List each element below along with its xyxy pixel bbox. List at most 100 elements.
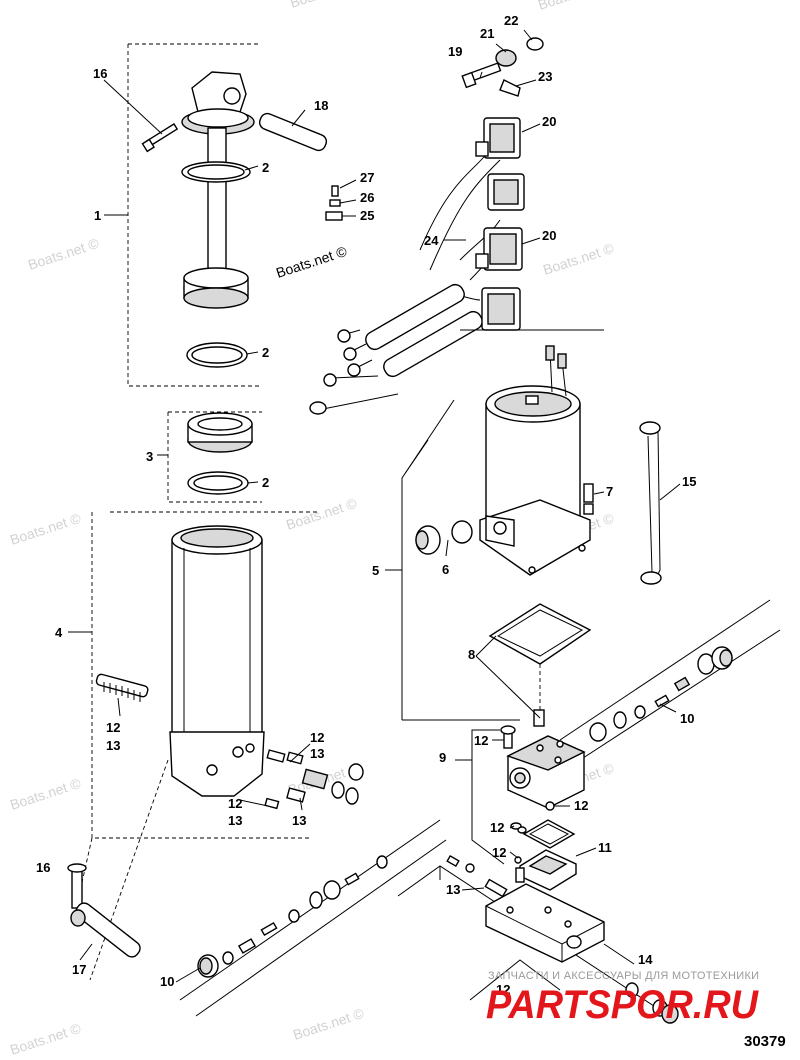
callout-label: 2	[262, 345, 269, 360]
callout-label: 20	[542, 114, 556, 129]
leader-lines	[79, 29, 681, 983]
callout-label: 10	[160, 974, 174, 989]
part-20-solenoid	[475, 227, 523, 271]
logo-tagline: ЗАПЧАСТИ И АКСЕССУАРЫ ДЛЯ МОТОТЕХНИКИ	[488, 970, 759, 982]
watermark: Boats.net ©	[536, 0, 611, 13]
part-16-bolt	[141, 123, 179, 153]
part-13-screw	[95, 673, 149, 702]
callout-label: 18	[314, 98, 328, 113]
part-11-cover	[519, 849, 577, 891]
part-8-gasket	[488, 603, 592, 665]
valve-row-10-lower	[179, 819, 447, 1017]
callout-label: 6	[442, 562, 449, 577]
group-1-bracket	[104, 43, 262, 387]
lower-fittings	[625, 982, 679, 1024]
callout-label: 8	[468, 647, 475, 662]
logo-brand: PARTSPOR.RU	[486, 983, 759, 1027]
callout-label: 20	[542, 228, 556, 243]
center-watermark: Boats.net ©	[274, 243, 349, 281]
relay-block	[487, 173, 525, 211]
callout-label: 21	[480, 26, 494, 41]
watermark: Boats.net ©	[291, 1005, 366, 1043]
watermark: Boats.net ©	[8, 510, 83, 548]
callout-label: 26	[360, 190, 374, 205]
callout-label: 13	[292, 813, 306, 828]
part-27-screw	[331, 185, 339, 197]
group-5-bracket	[385, 329, 604, 721]
callout-label: 10	[680, 711, 694, 726]
valve-row-10	[559, 599, 781, 761]
part-19-bolt	[461, 62, 502, 89]
callout-label: 1	[94, 208, 101, 223]
callout-label: 16	[36, 860, 50, 875]
callout-label: 17	[72, 962, 86, 977]
callout-label: 2	[262, 475, 269, 490]
part-22-nut	[526, 37, 544, 51]
callout-label: 9	[439, 750, 446, 765]
part-2-oring	[191, 346, 243, 364]
part-26-washer	[329, 199, 341, 207]
watermark: Boats.net ©	[284, 495, 359, 533]
part-18-pin	[258, 112, 328, 152]
group-3-bracket	[157, 411, 262, 503]
part-5-motor	[479, 345, 591, 576]
callout-label: 13	[446, 882, 460, 897]
small-parts-13	[446, 854, 508, 898]
callout-label: 14	[638, 952, 653, 967]
cylinder-rod-1	[181, 71, 255, 309]
lower-bracket	[397, 865, 661, 1011]
callout-label: 12	[496, 982, 510, 997]
callout-label: 23	[538, 69, 552, 84]
callout-label: 13	[228, 813, 242, 828]
watermark: Boats.net ©	[8, 775, 83, 813]
part-9-pump-body	[500, 725, 586, 809]
part-7-screw	[583, 483, 594, 515]
callout-label: 15	[682, 474, 696, 489]
part-6-plug	[415, 520, 473, 555]
callout-label: 12	[310, 730, 324, 745]
part-14-manifold	[485, 883, 605, 963]
callout-label: 2	[262, 160, 269, 175]
part-3-piston	[187, 412, 253, 495]
partspor-logo: ЗАПЧАСТИ И АКСЕССУАРЫ ДЛЯ МОТОТЕХНИКИ PA…	[486, 970, 759, 1027]
part-17-tube	[70, 902, 141, 958]
small-parts-12	[510, 822, 527, 883]
harness-24	[309, 149, 506, 415]
callout-label: 12	[228, 796, 242, 811]
callout-labels: 16 18 2 1 2 3 2 4 12 13 12 13 12 13 13 1…	[36, 13, 696, 997]
callout-label: 4	[55, 625, 63, 640]
part-12-ball	[545, 801, 555, 811]
watermark: Boats.net ©	[26, 235, 101, 273]
watermark: Boats.net ©	[8, 1020, 83, 1058]
callout-label: 12	[492, 845, 506, 860]
relay-block	[481, 287, 521, 331]
figure-number: 30379	[744, 1033, 786, 1050]
watermark: Boats.net ©	[541, 240, 616, 278]
watermark: Boats.net ©	[288, 0, 363, 11]
callout-label: 22	[504, 13, 518, 28]
part-15-strap	[639, 421, 662, 585]
callout-label: 24	[424, 233, 439, 248]
part-23-clip	[499, 79, 521, 97]
group-9-bracket	[455, 729, 505, 865]
callout-label: 27	[360, 170, 374, 185]
callout-label: 13	[106, 738, 120, 753]
alignment-pin	[533, 709, 545, 727]
callout-label: 13	[310, 746, 324, 761]
part-11-seal	[522, 819, 576, 849]
callout-label: 5	[372, 563, 379, 578]
part-20-solenoid	[475, 117, 521, 159]
callout-label: 16	[93, 66, 107, 81]
part-25-terminal	[325, 211, 343, 221]
callout-label: 12	[490, 820, 504, 835]
part-4-cylinder	[169, 525, 265, 797]
callout-label: 19	[448, 44, 462, 59]
callout-label: 3	[146, 449, 153, 464]
callout-label: 12	[106, 720, 120, 735]
part-21-nut	[495, 49, 517, 67]
callout-label: 12	[474, 733, 488, 748]
callout-label: 7	[606, 484, 613, 499]
callout-label: 12	[574, 798, 588, 813]
part-16-bolt	[67, 863, 87, 909]
